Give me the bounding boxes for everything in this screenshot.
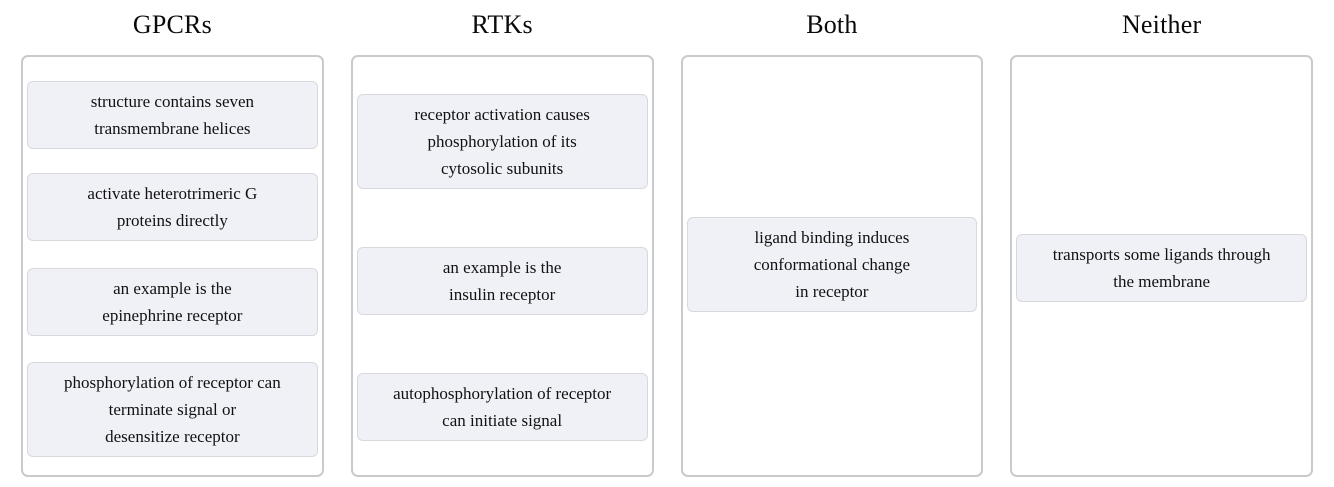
drop-zone-gpcrs[interactable]: structure contains seven transmembrane h… bbox=[21, 55, 324, 477]
draggable-card[interactable]: ligand binding induces conformational ch… bbox=[686, 217, 978, 312]
column-header-gpcrs: GPCRs bbox=[132, 10, 212, 39]
column-headers-row: GPCRs RTKs Both Neither bbox=[0, 0, 1334, 45]
draggable-card[interactable]: phosphorylation of receptor can terminat… bbox=[27, 362, 318, 457]
draggable-card[interactable]: receptor activation causes phosphorylati… bbox=[356, 94, 648, 189]
columns-row: structure contains seven transmembrane h… bbox=[0, 55, 1334, 477]
draggable-card[interactable]: transports some ligands through the memb… bbox=[1016, 234, 1307, 302]
draggable-card[interactable]: activate heterotrimeric G proteins direc… bbox=[27, 173, 318, 241]
column-header-neither: Neither bbox=[1121, 10, 1202, 39]
draggable-card[interactable]: autophosphorylation of receptor can init… bbox=[356, 373, 648, 441]
column-header-rtks: RTKs bbox=[471, 10, 533, 39]
drop-zone-rtks[interactable]: receptor activation causes phosphorylati… bbox=[350, 55, 654, 477]
drop-zone-neither[interactable]: transports some ligands through the memb… bbox=[1010, 55, 1313, 477]
draggable-card[interactable]: an example is the insulin receptor bbox=[356, 247, 648, 315]
draggable-card[interactable]: structure contains seven transmembrane h… bbox=[27, 81, 318, 149]
column-header-both: Both bbox=[806, 10, 858, 39]
drop-zone-both[interactable]: ligand binding induces conformational ch… bbox=[680, 55, 984, 477]
draggable-card[interactable]: an example is the epinephrine receptor bbox=[27, 268, 318, 336]
